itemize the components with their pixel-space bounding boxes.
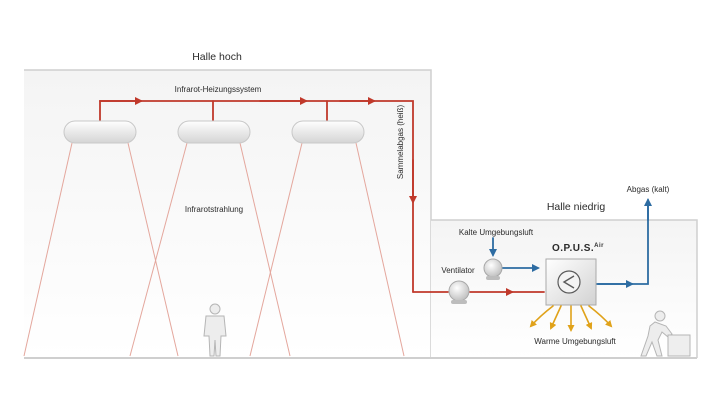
device-name-text: O.P.U.S.	[552, 243, 594, 254]
warm-ambient-air-label: Warme Umgebungsluft	[534, 337, 616, 346]
hall-high	[24, 69, 432, 358]
opus-heat-exchanger	[545, 258, 597, 306]
exhaust-cold-label: Abgas (kalt)	[627, 185, 670, 194]
hall-low-label: Halle niedrig	[547, 201, 606, 213]
infrared-heater-3	[291, 120, 365, 144]
warm-air-arrows	[529, 305, 613, 332]
fan-icon-intake	[483, 258, 503, 280]
hall-high-label: Halle hoch	[192, 51, 242, 63]
device-superscript-text: Air	[594, 243, 604, 249]
cold-air-lines	[489, 198, 652, 288]
collected-exhaust-label: Sammelabgas (heiß)	[396, 105, 405, 180]
device-name-label: O.P.U.S.Air	[552, 243, 604, 254]
person-lifting-icon	[640, 310, 691, 357]
infrared-heater-1	[63, 120, 137, 144]
cold-ambient-air-label: Kalte Umgebungsluft	[459, 228, 534, 237]
heating-system-label: Infrarot-Heizungssystem	[175, 85, 262, 94]
person-standing-icon	[203, 303, 227, 357]
infrared-heater-2	[177, 120, 251, 144]
hot-exhaust-duct	[99, 97, 545, 296]
fan-icon	[448, 280, 470, 304]
fan-label: Ventilator	[441, 266, 475, 275]
infrared-radiation-lines	[23, 142, 405, 357]
infrared-radiation-label: Infrarotstrahlung	[185, 205, 243, 214]
